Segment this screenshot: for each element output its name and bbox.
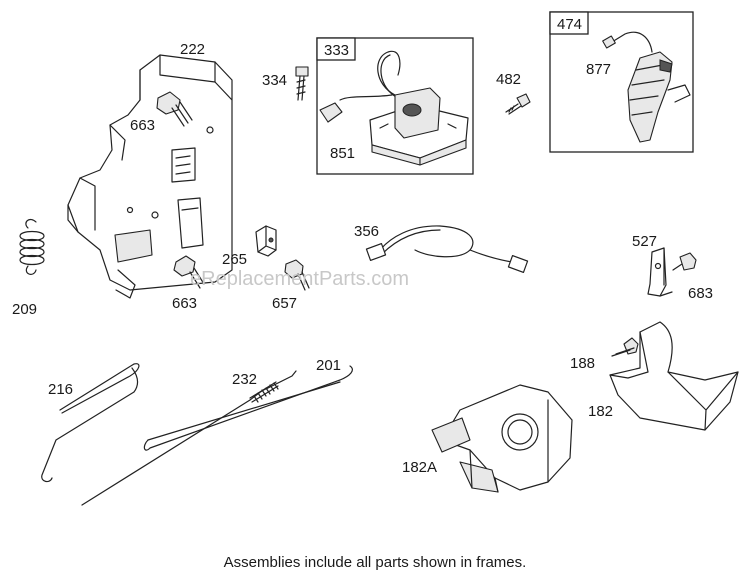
ignition-armature-part <box>319 50 469 166</box>
control-bracket-part <box>67 54 233 299</box>
bolt-683 <box>672 252 697 271</box>
part-label-356: 356 <box>354 223 379 240</box>
watermark: eReplacementParts.com <box>190 268 409 290</box>
part-label-182: 182 <box>588 403 613 420</box>
cover-182 <box>609 321 739 431</box>
part-label-209: 209 <box>12 301 37 318</box>
part-label-482: 482 <box>496 71 521 88</box>
part-label-265: 265 <box>222 251 247 268</box>
spring-209 <box>19 218 45 275</box>
bracket-527 <box>647 247 673 297</box>
part-label-222: 222 <box>180 41 205 58</box>
diagram-caption: Assemblies include all parts shown in fr… <box>224 554 527 571</box>
frame-474 <box>549 11 694 153</box>
clip-265 <box>255 225 277 257</box>
part-label-527: 527 <box>632 233 657 250</box>
bolt-657 <box>284 259 310 291</box>
part-label-663-lower: 663 <box>172 295 197 312</box>
governor-link-201 <box>143 365 353 451</box>
part-label-657: 657 <box>272 295 297 312</box>
screw-482 <box>505 93 531 115</box>
part-label-851: 851 <box>330 145 355 162</box>
governor-spring-232 <box>81 370 297 506</box>
ground-wire-356 <box>365 225 529 273</box>
part-label-877: 877 <box>586 61 611 78</box>
part-label-216: 216 <box>48 381 73 398</box>
bolt-188 <box>611 337 639 357</box>
link-rod-216 <box>41 363 140 483</box>
bolt-663-upper <box>156 91 193 127</box>
base-182a <box>431 384 573 493</box>
part-label-663-upper: 663 <box>130 117 155 134</box>
frame-label-333: 333 <box>324 42 349 59</box>
screw-334 <box>295 66 309 101</box>
stop-switch-wire-part <box>602 31 691 143</box>
part-label-334: 334 <box>262 72 287 89</box>
part-label-232: 232 <box>232 371 257 388</box>
part-label-188: 188 <box>570 355 595 372</box>
part-label-683: 683 <box>688 285 713 302</box>
part-label-201: 201 <box>316 357 341 374</box>
frame-333 <box>316 37 474 175</box>
bolt-663-lower <box>173 255 205 289</box>
part-label-182a: 182A <box>402 459 437 476</box>
frame-label-474: 474 <box>557 16 582 33</box>
